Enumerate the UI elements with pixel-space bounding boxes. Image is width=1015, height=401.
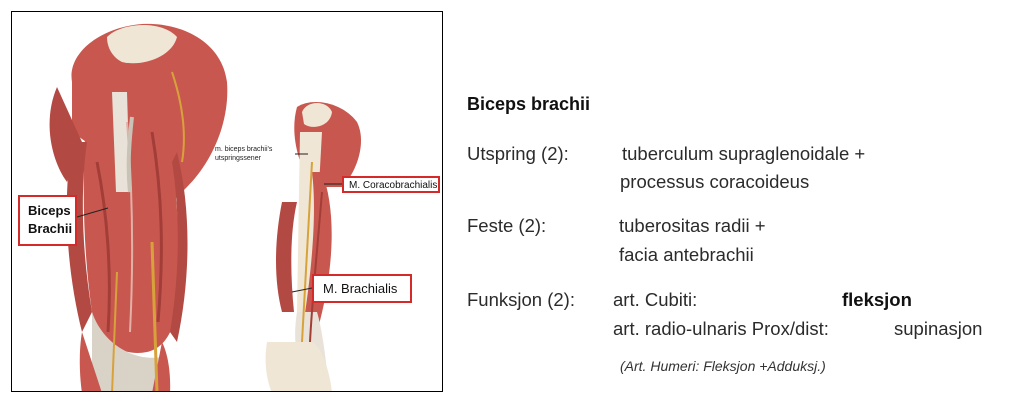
funksjon-action-2: supinasjon xyxy=(894,318,983,339)
funksjon-label: Funksjon (2): xyxy=(467,289,575,310)
funksjon-joint-1: art. Cubiti: xyxy=(613,289,698,310)
arm-muscles-drawing xyxy=(49,23,362,391)
callout-biceps-line1: Biceps xyxy=(28,203,71,218)
callout-biceps-line2: Brachii xyxy=(28,221,73,236)
page-title: Biceps brachii xyxy=(467,94,591,114)
callout-brachialis: M. Brachialis xyxy=(312,274,412,303)
tendon-label-line2: utspringssener xyxy=(215,155,261,162)
callout-biceps-brachii: Biceps Brachii xyxy=(18,195,77,246)
biceps-leader-line xyxy=(76,207,109,218)
feste-label: Feste (2): xyxy=(467,215,547,236)
anatomy-illustration: Biceps Brachii M. Coracobrachialis M. Br… xyxy=(11,11,443,392)
tendon-label-line1: m. biceps brachii's xyxy=(215,146,273,153)
tendon-label: m. biceps brachii's utspringssener xyxy=(215,145,303,163)
feste-value-2: facia antebrachii xyxy=(619,244,754,265)
funksjon-joint-2: art. radio-ulnaris Prox/dist: xyxy=(613,318,829,339)
utspring-label: Utspring (2): xyxy=(467,143,569,164)
callout-coracobrachialis: M. Coracobrachialis xyxy=(342,176,440,193)
footnote: (Art. Humeri: Fleksjon +Adduksj.) xyxy=(620,358,826,374)
funksjon-action-1: fleksjon xyxy=(842,289,912,310)
utspring-value-1: tuberculum supraglenoidale + xyxy=(622,143,866,164)
left-arm-anterior-view xyxy=(49,23,228,391)
feste-value-1: tuberositas radii + xyxy=(619,215,766,236)
utspring-value-2: processus coracoideus xyxy=(620,171,810,192)
brachialis-leader-line xyxy=(291,287,313,293)
